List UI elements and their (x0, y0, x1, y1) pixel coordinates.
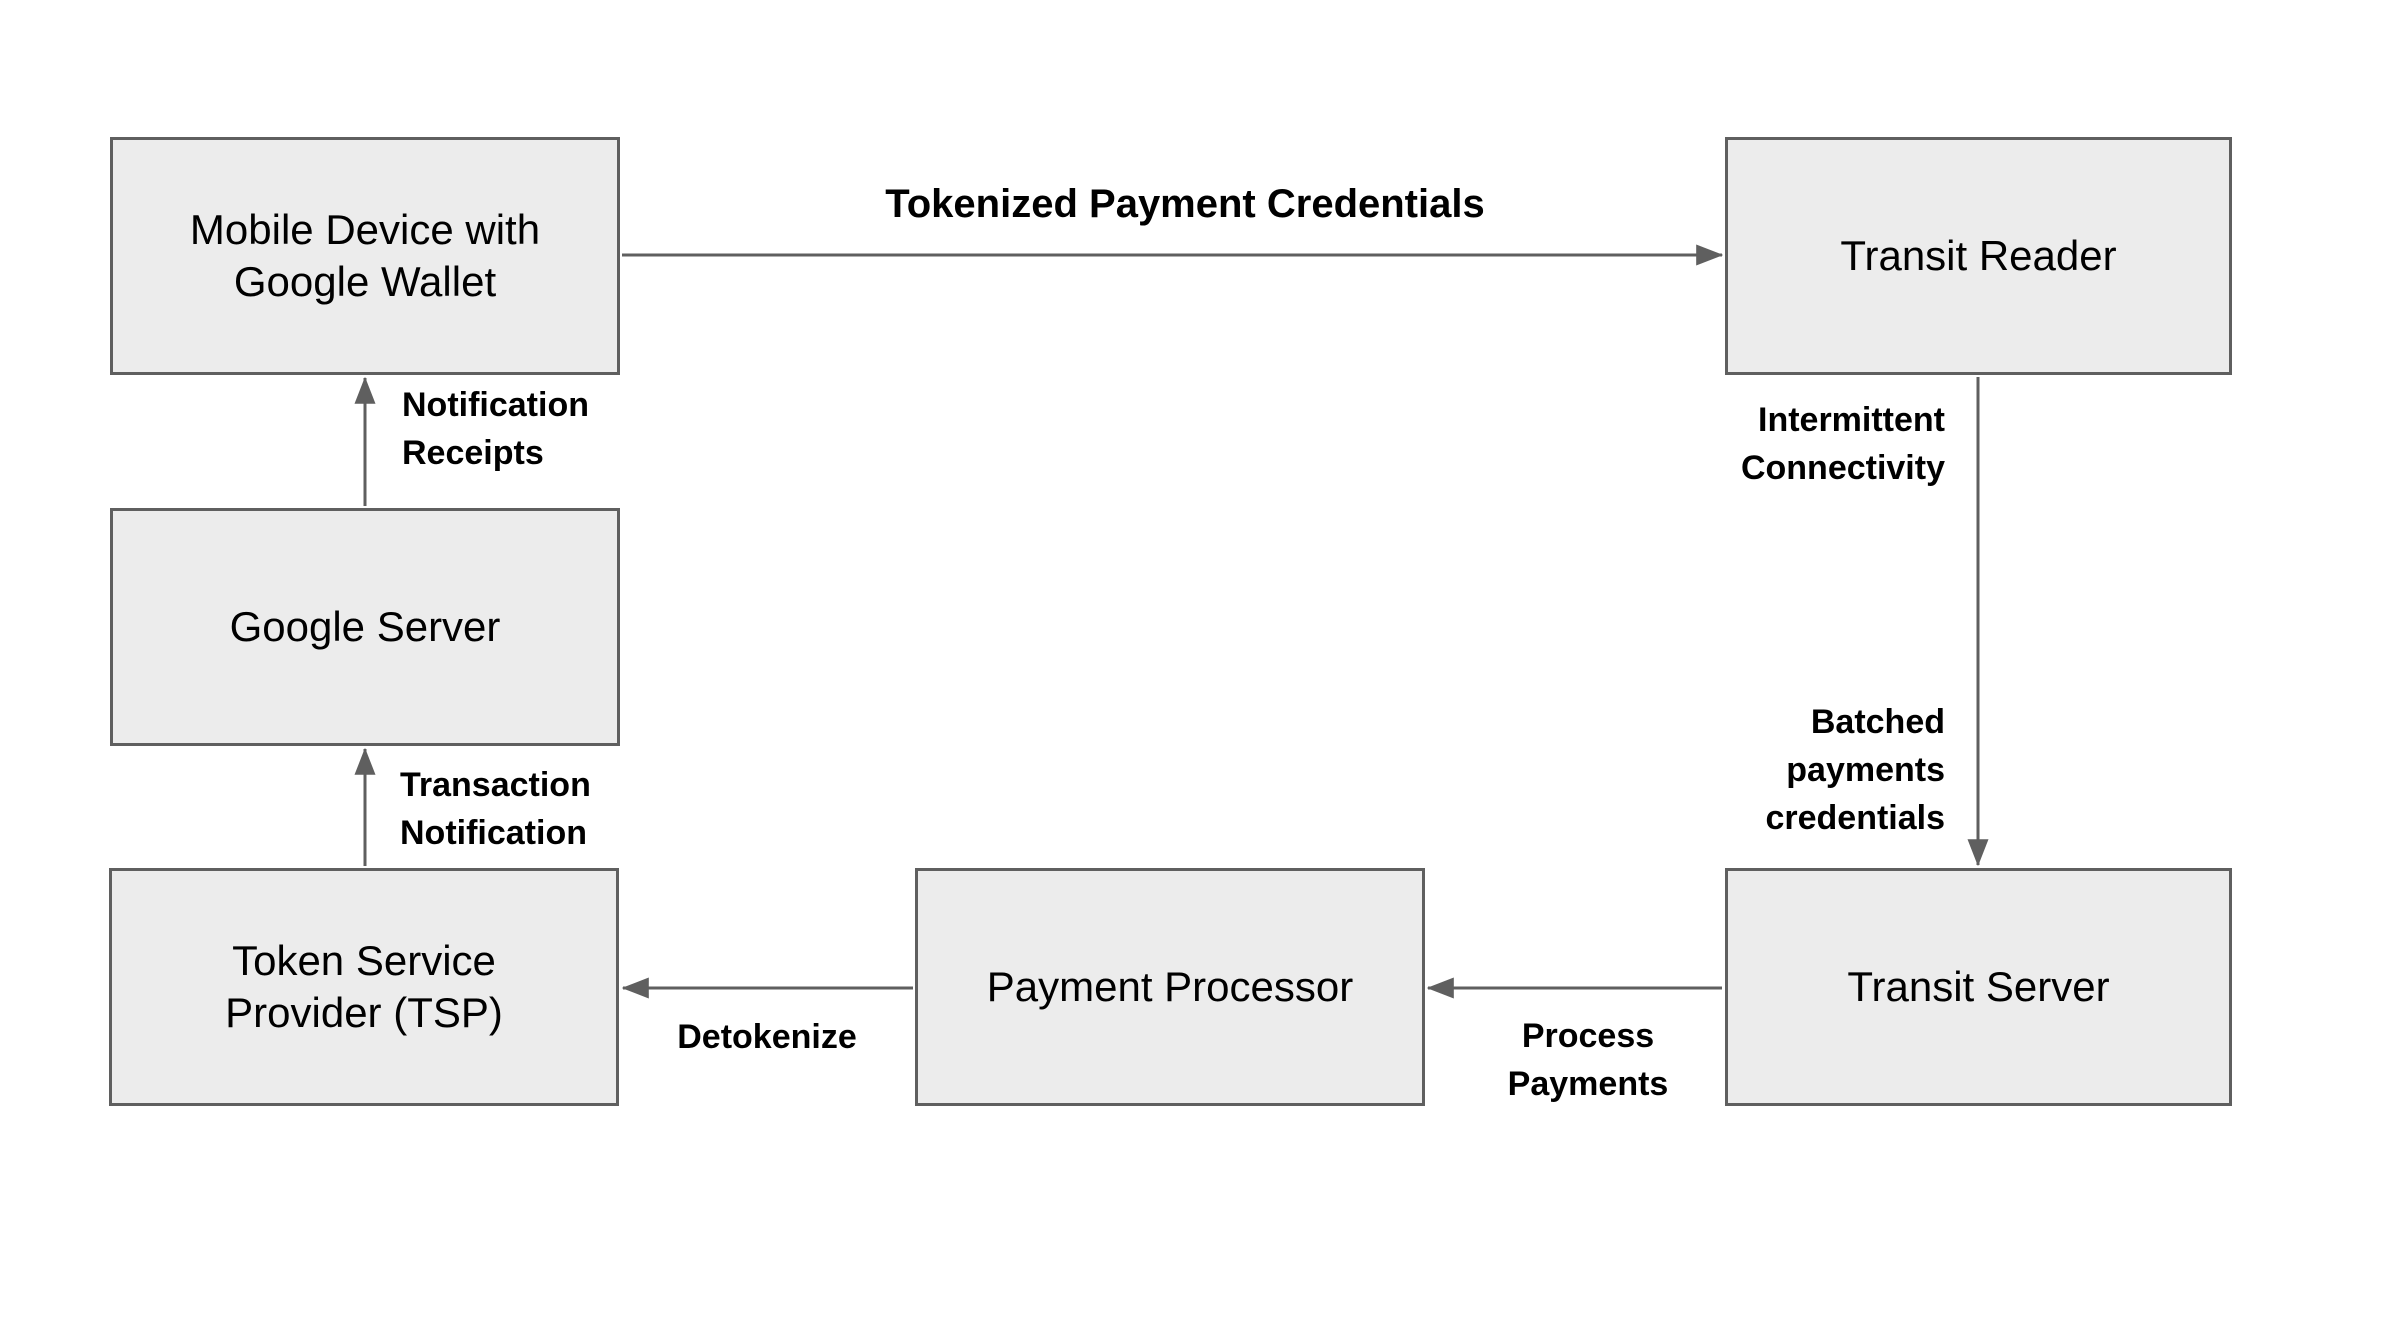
node-payment-processor: Payment Processor (915, 868, 1425, 1106)
edge-label-intermittent-connectivity: Intermittent Connectivity (1740, 401, 1945, 487)
edge-label-process-payments: Process Payments (1507, 1017, 1669, 1103)
edge-label-batched-payments-credentials: Batched payments credentials (1765, 703, 1945, 837)
node-label: Token Service Provider (TSP) (225, 937, 503, 1036)
edge-label-tokenized-payment-credentials: Tokenized Payment Credentials (885, 182, 1485, 226)
node-label: Payment Processor (986, 963, 1354, 1010)
node-transit-server: Transit Server (1725, 868, 2232, 1106)
node-label: Transit Reader (1840, 232, 2117, 279)
node-mobile-device-google-wallet: Mobile Device with Google Wallet (110, 137, 620, 375)
node-label: Google Server (229, 603, 501, 650)
node-token-service-provider: Token Service Provider (TSP) (109, 868, 619, 1106)
node-label: Transit Server (1847, 963, 2110, 1010)
node-label: Mobile Device with Google Wallet (189, 206, 541, 305)
node-google-server: Google Server (110, 508, 620, 746)
edge-label-transaction-notification: Transaction Notification (400, 766, 591, 852)
edge-label-notification-receipts: Notification Receipts (402, 386, 589, 472)
edge-label-detokenize: Detokenize (677, 1018, 857, 1056)
node-transit-reader: Transit Reader (1725, 137, 2232, 375)
